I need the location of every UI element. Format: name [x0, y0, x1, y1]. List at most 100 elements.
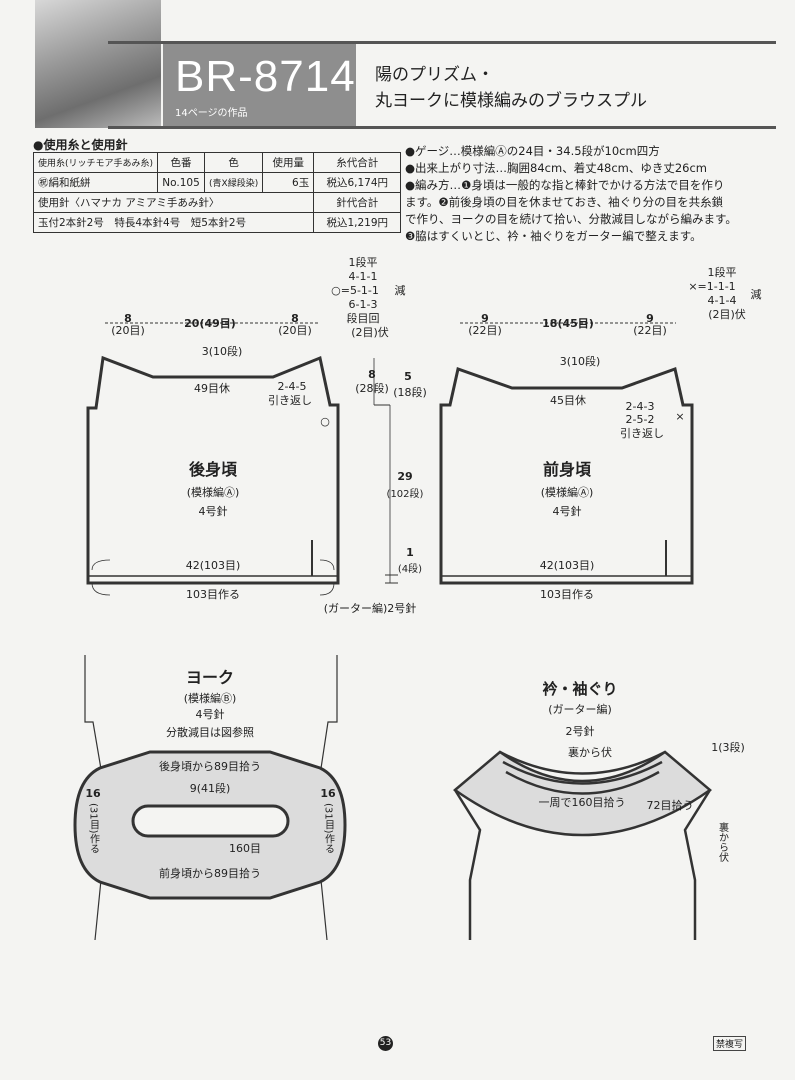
- svg-text:6-1-3: 6-1-3: [349, 298, 378, 311]
- title-line-1: 陽のプリズム・: [375, 65, 494, 85]
- svg-text:○: ○: [320, 415, 330, 428]
- svg-text:49目休: 49目休: [194, 382, 230, 395]
- svg-text:減: 減: [395, 283, 406, 297]
- svg-text:2号針: 2号針: [566, 724, 595, 738]
- svg-text:前身頃: 前身頃: [543, 460, 592, 479]
- materials-table: 使用糸(リッチモア手あみ糸) 色番 色 使用量 糸代合計 ㊗絹和紙絣 No.10…: [32, 152, 402, 233]
- svg-text:2-4-3: 2-4-3: [626, 400, 655, 413]
- collar-armhole-diagram: 衿・袖ぐり (ガーター編) 2号針 裏から伏 1(3段) 一周で160目拾う 7…: [452, 680, 745, 940]
- front-body-diagram: 9 (22目) 18(45目) 9 (22目) 3(10段) 45目休 2-4-…: [439, 312, 694, 601]
- svg-text:裏から伏: 裏から伏: [568, 745, 612, 759]
- svg-text:(102段): (102段): [387, 487, 424, 500]
- garter-note: (ガーター編)2号針: [324, 601, 417, 615]
- table-row: 玉付2本針2号 特長4本針4号 短5本針2号 税込1,219円: [32, 212, 402, 233]
- svg-text:2-5-2: 2-5-2: [626, 413, 655, 426]
- table-row: 使用糸(リッチモア手あみ糸) 色番 色 使用量 糸代合計: [32, 152, 402, 173]
- svg-text:3(10段): 3(10段): [560, 354, 601, 368]
- svg-text:(模様編Ⓐ): (模様編Ⓐ): [541, 485, 594, 499]
- svg-text:42(103目): 42(103目): [186, 559, 241, 572]
- method-line: ❸脇はすくいとじ、衿・袖ぐりをガーター編で整えます。: [405, 229, 702, 243]
- no-copy-mark: 禁複写: [713, 1036, 747, 1051]
- svg-text:2-4-5: 2-4-5: [278, 380, 307, 393]
- svg-text:(22目): (22目): [468, 324, 502, 337]
- materials-heading: ●使用糸と使用針: [33, 138, 128, 152]
- svg-text:ヨーク: ヨーク: [186, 668, 234, 687]
- svg-text:29: 29: [397, 470, 412, 483]
- method-line: ます。❷前後身頃の目を休ませておき、袖ぐり分の目を共糸鎖: [405, 195, 724, 209]
- svg-text:一周で160目拾う: 一周で160目拾う: [539, 795, 626, 809]
- svg-text:8: 8: [368, 368, 376, 381]
- svg-text:(18段): (18段): [393, 385, 427, 399]
- svg-text:20(49目): 20(49目): [184, 317, 236, 330]
- header-rule-bottom: [108, 126, 776, 129]
- svg-text:(31目)作る: (31目)作る: [323, 803, 335, 854]
- pattern-code: BR-8714: [175, 52, 356, 101]
- table-row: 使用針〈ハマナカ アミアミ手あみ針〉 針代合計: [32, 192, 402, 213]
- gauge-text: ●ゲージ…模様編Ⓐの24目・34.5段が10cm四方: [405, 144, 660, 158]
- svg-text:(28段): (28段): [355, 381, 389, 395]
- svg-text:160目: 160目: [229, 842, 261, 855]
- method-line: で作り、ヨークの目を続けて拾い、分散減目しながら編みます。: [405, 212, 737, 226]
- svg-text:1段平: 1段平: [708, 265, 737, 279]
- svg-text:18(45目): 18(45目): [542, 317, 594, 330]
- method-line: ●編み方…❶身頃は一般的な指と棒針でかける方法で目を作り: [405, 178, 725, 192]
- title-line-2: 丸ヨークに模様編みのブラウスプル: [375, 91, 647, 111]
- header-rule-top: [108, 41, 776, 44]
- svg-text:(2目)伏: (2目)伏: [708, 307, 746, 321]
- yoke-diagram: ヨーク (模様編Ⓑ) 4号針 分散減目は図参照 後身頃から89目拾う 9(41段…: [73, 655, 347, 941]
- table-cell: 玉付2本針2号 特長4本針4号 短5本針2号: [32, 212, 315, 233]
- svg-text:(模様編Ⓑ): (模様編Ⓑ): [184, 691, 237, 705]
- svg-text:(31目)作る: (31目)作る: [88, 803, 100, 854]
- svg-text:8: 8: [291, 312, 299, 325]
- page-number: 53: [378, 1036, 393, 1051]
- svg-text:(ガーター編): (ガーター編): [548, 702, 612, 716]
- decrease-note-back: 1段平 4-1-1 ○=5-1-1 6-1-3 段目回 (2目)伏 減: [331, 255, 405, 339]
- svg-text:(22目): (22目): [633, 324, 667, 337]
- svg-text:(20目): (20目): [278, 324, 312, 337]
- svg-text:○=5-1-1: ○=5-1-1: [331, 284, 379, 297]
- svg-text:9: 9: [646, 312, 654, 325]
- svg-text:後身頃: 後身頃: [189, 460, 238, 479]
- svg-text:段目回: 段目回: [347, 311, 380, 325]
- svg-text:45目休: 45目休: [550, 394, 586, 407]
- svg-text:1(3段): 1(3段): [711, 740, 745, 754]
- svg-text:前身頃から89目拾う: 前身頃から89目拾う: [159, 866, 261, 880]
- svg-text:(模様編Ⓐ): (模様編Ⓐ): [187, 485, 240, 499]
- svg-text:5: 5: [404, 370, 412, 383]
- svg-text:4号針: 4号針: [553, 504, 582, 518]
- page-reference: 14ページの作品: [175, 108, 248, 119]
- svg-text:引き返し: 引き返し: [268, 393, 312, 407]
- table-row: ㊗絹和紙絣 No.105 (青X緑段染) 6玉 税込6,174円: [32, 172, 402, 193]
- length-measure: 8 (28段) 5 (18段) 29 (102段) 1 (4段): [355, 358, 427, 584]
- svg-text:16: 16: [85, 787, 101, 800]
- svg-text:103目作る: 103目作る: [186, 588, 240, 601]
- svg-text:×=1-1-1: ×=1-1-1: [688, 280, 735, 293]
- svg-text:衿・袖ぐり: 衿・袖ぐり: [542, 680, 617, 698]
- svg-text:4-1-1: 4-1-1: [349, 270, 378, 283]
- back-body-diagram: 8 (20目) 20(49目) 8 (20目) 3(10段) 49目休 2-4-…: [86, 312, 340, 601]
- svg-text:9: 9: [481, 312, 489, 325]
- svg-text:3(10段): 3(10段): [202, 344, 243, 358]
- svg-text:分散減目は図参照: 分散減目は図参照: [166, 725, 254, 739]
- svg-text:引き返し: 引き返し: [620, 426, 664, 440]
- svg-text:9(41段): 9(41段): [190, 781, 231, 795]
- svg-text:4号針: 4号針: [199, 504, 228, 518]
- svg-text:1: 1: [406, 546, 414, 559]
- svg-text:16: 16: [320, 787, 336, 800]
- svg-text:×: ×: [675, 410, 684, 423]
- svg-text:(2目)伏: (2目)伏: [351, 325, 389, 339]
- svg-text:8: 8: [124, 312, 132, 325]
- svg-text:(4段): (4段): [398, 562, 422, 575]
- svg-text:72目拾う: 72目拾う: [647, 798, 694, 812]
- svg-text:103目作る: 103目作る: [540, 588, 594, 601]
- table-header: 糸代合計: [313, 152, 402, 173]
- model-photo: [35, 0, 161, 128]
- svg-text:後身頃から89目拾う: 後身頃から89目拾う: [159, 759, 261, 773]
- svg-text:4-1-4: 4-1-4: [708, 294, 737, 307]
- decrease-note-front: 1段平 ×=1-1-1 4-1-4 (2目)伏 減: [688, 265, 761, 321]
- size-text: ●出来上がり寸法…胸囲84cm、着丈48cm、ゆき丈26cm: [405, 161, 708, 175]
- svg-text:裏から伏: 裏から伏: [717, 821, 729, 863]
- svg-text:(20目): (20目): [111, 324, 145, 337]
- svg-text:減: 減: [751, 287, 762, 301]
